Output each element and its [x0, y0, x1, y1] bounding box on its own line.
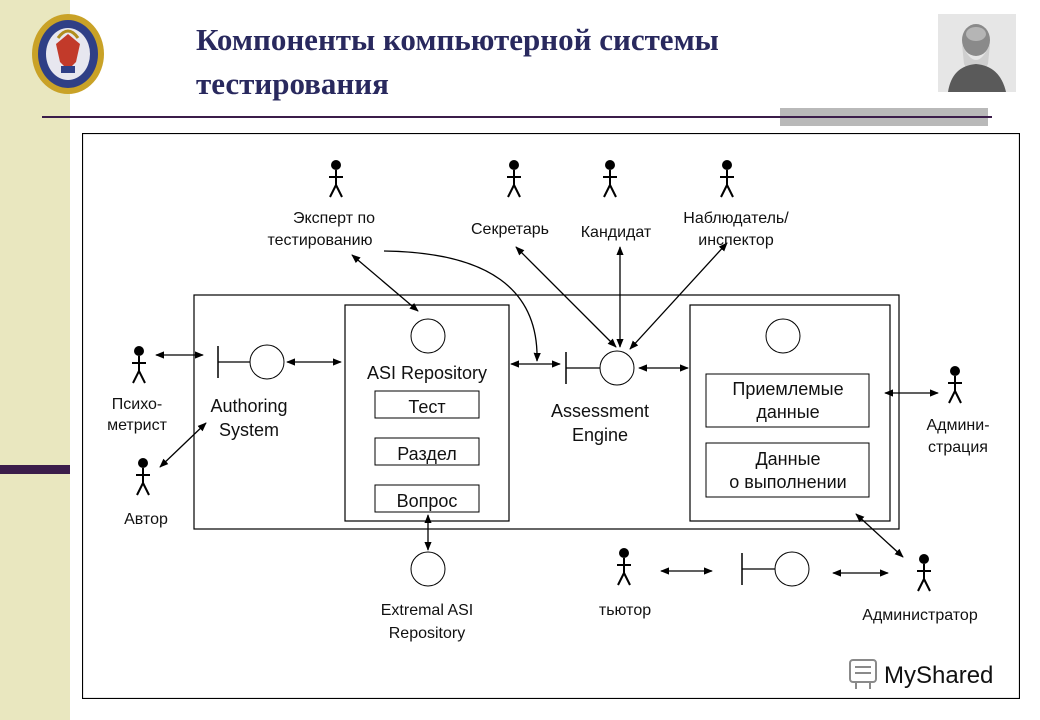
- acceptable-data-box: [705, 373, 870, 428]
- engine-component-circle: [599, 350, 635, 386]
- emblem-icon: [32, 14, 104, 94]
- page-title: Компоненты компьютерной системы тестиров…: [196, 18, 719, 106]
- label-external-line1: Extremal ASI: [381, 602, 473, 619]
- sidebar-accent-bar: [0, 465, 70, 474]
- arrow-expert-repository: [351, 254, 419, 312]
- repo-item-test: Тест: [408, 397, 445, 417]
- label-candidate: Кандидат: [581, 224, 652, 241]
- label-authoring-line2: System: [219, 420, 279, 440]
- system-diagram: Эксперт по тестированию Секретарь Кандид…: [82, 133, 1020, 699]
- data-component-circle: [765, 318, 801, 354]
- label-repository-title: ASI Repository: [367, 363, 487, 383]
- label-observer-line1: Наблюдатель/: [683, 210, 789, 227]
- label-administrator: Администратор: [862, 607, 978, 624]
- label-administration-line2: страция: [928, 439, 988, 456]
- label-secretary: Секретарь: [471, 221, 549, 238]
- title-line-1: Компоненты компьютерной системы: [196, 22, 719, 57]
- repo-item-section: Раздел: [397, 444, 457, 464]
- label-engine-line1: Assessment: [551, 401, 649, 421]
- label-expert-line1: Эксперт по: [293, 210, 375, 227]
- arrow-observer-engine: [629, 242, 728, 350]
- admin-component-circle: [774, 551, 810, 587]
- label-engine-line2: Engine: [572, 425, 628, 445]
- arrow-secretary-engine: [515, 246, 617, 348]
- portrait-icon: [938, 14, 1016, 92]
- arrow-data-administrator: [855, 513, 904, 558]
- repo-item-box-test: [374, 390, 480, 419]
- label-runtime-line2: о выполнении: [729, 472, 846, 492]
- watermark-icon: [849, 659, 877, 689]
- data-box: [689, 304, 891, 522]
- arrow-author-authoring: [159, 422, 207, 468]
- label-authoring-line1: Authoring: [210, 396, 287, 416]
- external-repository-circle: [410, 551, 446, 587]
- label-acceptable-line1: Приемлемые: [732, 379, 843, 399]
- label-tutor: тьютор: [599, 602, 651, 619]
- repo-item-question: Вопрос: [397, 491, 458, 511]
- watermark-logo: MyShared: [849, 659, 993, 689]
- label-expert-line2: тестированию: [267, 232, 372, 249]
- watermark-text: MyShared: [884, 662, 993, 689]
- label-psychometrist-line2: метрист: [107, 417, 168, 434]
- repository-component-circle: [410, 318, 446, 354]
- label-author: Автор: [124, 511, 168, 528]
- label-runtime-line1: Данные: [755, 449, 820, 469]
- runtime-data-box: [705, 442, 870, 498]
- repo-item-box-section: [374, 437, 480, 466]
- repo-item-box-question: [374, 484, 480, 513]
- title-divider: [42, 116, 992, 118]
- left-sidebar-band: [0, 0, 70, 720]
- label-psychometrist-line1: Психо-: [112, 396, 162, 413]
- label-external-line2: Repository: [389, 625, 465, 642]
- authoring-component-circle: [249, 344, 285, 380]
- label-observer-line2: инспектор: [698, 232, 774, 249]
- label-administration-line1: Админи-: [926, 417, 989, 434]
- label-acceptable-line2: данные: [756, 402, 819, 422]
- title-line-2: тестирования: [196, 66, 389, 101]
